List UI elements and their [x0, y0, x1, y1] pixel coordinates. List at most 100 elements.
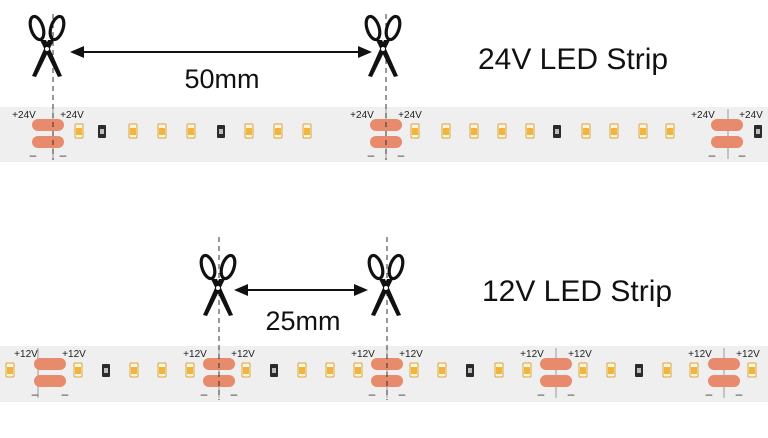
- led-phosphor: [75, 367, 81, 374]
- pad-minus-label: –: [369, 387, 376, 401]
- pad-label: +12V: [736, 349, 760, 360]
- led-phosphor: [7, 367, 13, 374]
- led-phosphor: [246, 128, 252, 135]
- led-phosphor: [159, 128, 165, 135]
- pad-minus-label: –: [231, 387, 238, 401]
- led-phosphor: [499, 128, 505, 135]
- pad-label: +24V: [691, 110, 715, 121]
- led-phosphor: [583, 128, 589, 135]
- strip-title-12v: 12V LED Strip: [482, 275, 672, 308]
- scissors-icon: [364, 252, 408, 318]
- solder-pad: [32, 136, 64, 148]
- solder-pad: [32, 119, 64, 131]
- solder-pad: [34, 375, 66, 387]
- resistor-mark: [756, 129, 760, 134]
- led-phosphor: [243, 367, 249, 374]
- pad-minus-label: –: [398, 148, 405, 162]
- strip-12v-body: [0, 346, 768, 402]
- pad-minus-label: –: [709, 148, 716, 162]
- led-phosphor: [187, 367, 193, 374]
- resistor-mark: [468, 368, 472, 373]
- pad-label: +24V: [398, 110, 422, 121]
- pad-label: +24V: [739, 110, 763, 121]
- led-phosphor: [443, 128, 449, 135]
- pad-minus-label: –: [739, 148, 746, 162]
- led-phosphor: [664, 367, 670, 374]
- led-phosphor: [524, 367, 530, 374]
- pad-minus-label: –: [568, 387, 575, 401]
- resistor-mark: [272, 368, 276, 373]
- led-phosphor: [749, 367, 755, 374]
- led-phosphor: [411, 367, 417, 374]
- pad-minus-label: –: [30, 148, 37, 162]
- led-phosphor: [608, 367, 614, 374]
- led-phosphor: [439, 367, 445, 374]
- strip-24v-components: +24V – +24V – +24V – +24V – +24V – +24V –: [12, 109, 763, 162]
- resistor-mark: [100, 129, 104, 134]
- resistor-mark: [104, 368, 108, 373]
- led-phosphor: [188, 128, 194, 135]
- pad-label: +12V: [351, 349, 375, 360]
- pad-minus-label: –: [368, 148, 375, 162]
- solder-pad: [708, 375, 740, 387]
- strip-title-24v: 24V LED Strip: [478, 43, 668, 76]
- solder-pad: [708, 358, 740, 370]
- pad-label: +24V: [60, 110, 84, 121]
- solder-pad: [540, 358, 572, 370]
- pad-minus-label: –: [201, 387, 208, 401]
- led-phosphor: [691, 367, 697, 374]
- pad-label: +12V: [688, 349, 712, 360]
- solder-pad: [711, 136, 743, 148]
- solder-pad: [34, 358, 66, 370]
- pad-label: +12V: [183, 349, 207, 360]
- double-arrow-icon: [234, 284, 368, 296]
- pad-label: +12V: [520, 349, 544, 360]
- pad-label: +24V: [350, 110, 374, 121]
- double-arrow-icon: [70, 46, 372, 58]
- led-phosphor: [130, 128, 136, 135]
- scissors-icon: [25, 13, 69, 79]
- pad-minus-label: –: [62, 387, 69, 401]
- led-phosphor: [667, 128, 673, 135]
- led-phosphor: [304, 128, 310, 135]
- led-phosphor: [299, 367, 305, 374]
- led-phosphor: [355, 367, 361, 374]
- led-phosphor: [611, 128, 617, 135]
- pad-minus-label: –: [399, 387, 406, 401]
- strip-12v-components: +12V – +12V – +12V – +12V – +12V – +12V – +12V – +12V –…: [5, 348, 760, 401]
- led-phosphor: [580, 367, 586, 374]
- pad-minus-label: –: [736, 387, 743, 401]
- distance-label-12v: 25mm: [265, 306, 340, 336]
- pad-label: +12V: [231, 349, 255, 360]
- led-phosphor: [131, 367, 137, 374]
- led-phosphor: [327, 367, 333, 374]
- scissors-icon: [196, 252, 240, 318]
- led-phosphor: [527, 128, 533, 135]
- led-phosphor: [640, 128, 646, 135]
- resistor-mark: [637, 368, 641, 373]
- pad-minus-label: –: [60, 148, 67, 162]
- solder-pad: [711, 119, 743, 131]
- led-phosphor: [76, 128, 82, 135]
- led-phosphor: [159, 367, 165, 374]
- pad-label: +12V: [14, 349, 38, 360]
- pad-label: +12V: [399, 349, 423, 360]
- led-phosphor: [471, 128, 477, 135]
- pad-minus-label: –: [538, 387, 545, 401]
- led-phosphor: [412, 128, 418, 135]
- led-phosphor: [496, 367, 502, 374]
- strip-24v: +24V – +24V – +24V – +24V – +24V – +24V –: [0, 107, 768, 162]
- pad-label: +24V: [12, 110, 36, 121]
- led-phosphor: [275, 128, 281, 135]
- resistor-mark: [555, 129, 559, 134]
- resistor-mark: [219, 129, 223, 134]
- pad-label: +12V: [62, 349, 86, 360]
- strip-24v-body: [0, 107, 768, 162]
- strip-12v: +12V – +12V – +12V – +12V – +12V – +12V – +12V – +12V –…: [0, 346, 768, 402]
- scissors-icon: [361, 13, 405, 79]
- solder-pad: [540, 375, 572, 387]
- pad-minus-label: –: [706, 387, 713, 401]
- distance-label-24v: 50mm: [184, 64, 259, 94]
- pad-minus-label: –: [32, 387, 39, 401]
